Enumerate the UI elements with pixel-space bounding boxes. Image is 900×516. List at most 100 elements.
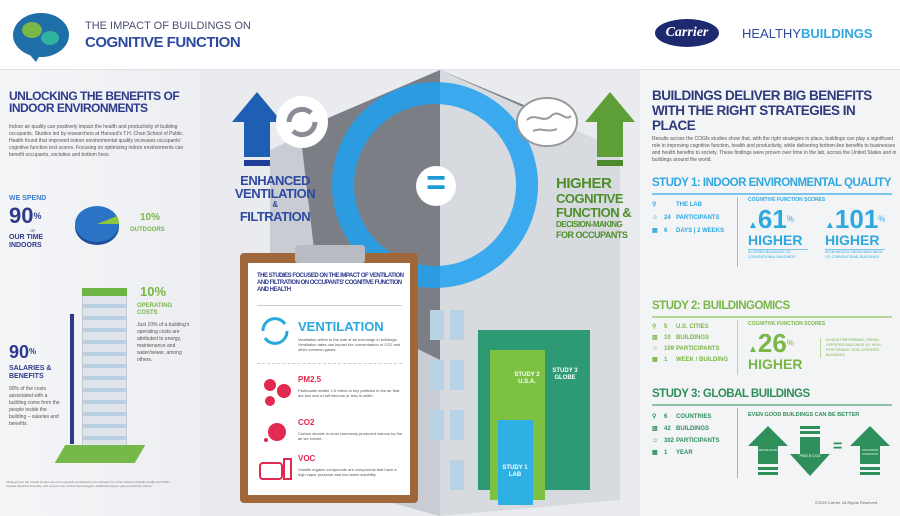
stat-label: YEAR [676,450,693,456]
higher-label: HIGHER [748,356,803,372]
score-value: 61 [757,204,787,234]
up-arrow-icon: ▲ [748,344,758,355]
footnote: Findings from the COGfx studies are from… [6,480,171,488]
stat-label: PARTICIPANTS [676,215,720,221]
stat-label: BUILDINGS [676,426,709,432]
green-roof [82,288,127,296]
healthy-buildings-logo[interactable]: HEALTHYBUILDINGS [742,26,873,41]
label-line: ENHANCED [240,173,310,188]
stat-label: THE LAB [676,202,702,208]
label-line: DECISION-MAKING [556,220,623,229]
right-intro: Results across the COGfx studies show th… [652,136,897,163]
calendar-icon: ▦ [652,357,658,363]
brand-buildings: BUILDINGS [801,26,873,41]
calendar-icon: ▦ [652,450,658,456]
ventilation-icon [261,317,289,345]
left-intro: Indoor air quality can positively impact… [9,124,184,158]
salary-bar [70,314,74,444]
block-label: STUDY 1 LAB [502,465,528,478]
label-line: FILTRATION [239,209,311,224]
indoor-percent: 90% [9,205,42,227]
participants-icon: ☺ [652,438,659,444]
copyright: ©2020 Carrier. All Rights Reserved. [815,500,879,505]
location-icon: ⚲ [652,202,657,208]
clipboard-clip [295,245,365,263]
blue-up-arrow-icon [232,92,282,166]
outdoor-slice [97,216,120,224]
stat-value: 5 [664,324,668,330]
study3-better-label: EVEN GOOD BUILDINGS CAN BE BETTER [748,412,860,418]
divider [257,363,402,364]
participants-icon: ☺ [652,346,659,352]
up-arrow-icon: ▲ [748,220,758,231]
score-value: 26 [757,328,787,358]
indoor-pie-chart [75,206,120,245]
calendar-icon: ▦ [652,228,658,234]
study2-title: STUDY 2: BUILDINGOMICS [652,300,790,312]
carrier-logo[interactable]: Carrier [655,19,719,47]
header-title-top: THE IMPACT OF BUILDINGS ON [85,20,251,32]
voc-title: VOC [298,454,316,463]
pm25-title: PM2.5 [298,375,322,384]
op-label: OPERATING COSTS [137,303,173,316]
study1-lab-block: STUDY 1 LAB [498,420,533,505]
pm25-text: Particulate matter 2.5 refers to tiny pa… [298,388,400,398]
stat-row: ⚲ THE LAB [652,200,724,210]
ventilation-title: VENTILATION [298,319,384,334]
label-line: FUNCTION & [556,205,632,220]
higher-label: HIGHER [825,232,880,248]
salary-label: SALARIES & BENEFITS [9,365,52,380]
study1-title: STUDY 1: INDOOR ENVIRONMENTAL QUALITY [652,177,892,189]
header: THE IMPACT OF BUILDINGS ON COGNITIVE FUN… [0,0,900,70]
particulate-icon [264,379,291,406]
right-panel: BUILDINGS DELIVER BIG BENEFITS WITH THE … [640,70,900,516]
label-line: COGNITIVE [556,191,624,206]
stat-row: ▦ 6 DAYS | 2 WEEKS [652,226,724,236]
score-value: 101 [834,204,879,234]
study2-rule [652,316,892,318]
brand-healthy: HEALTHY [742,26,801,41]
stat-label: PARTICIPANTS [676,346,720,352]
pct-sign: % [786,338,794,348]
stat-value: 6 [664,228,668,234]
score-caption: IN ENHANCED GREEN BUILDINGS VS. CONVENTI… [825,249,885,260]
score-caption: IN GREEN BUILDINGS VS. CONVENTIONAL BUIL… [748,249,808,260]
divider [737,197,738,267]
clipboard-heading: THE STUDIES FOCUSED ON THE IMPACT OF VEN… [257,273,404,293]
ventilation-cycle-icon [276,96,328,148]
label-line: VENTILATION [234,186,316,201]
op-percent: 10% [140,284,167,299]
stat-value: 109 [664,346,675,352]
we-spend-label: WE SPEND [9,195,47,202]
stat-value: 1 [664,450,668,456]
indoor-value: 90 [9,203,34,228]
our-time-indoors-label: OUR TIME INDOORS [9,234,44,249]
participants-icon: ☺ [652,215,659,221]
ventilation-text: Ventilation refers to the rate of air ex… [298,337,401,352]
voc-text: Volatile organic compounds are compounds… [298,467,397,477]
stat-label: WEEK / BUILDING [676,357,728,363]
stat-label: DAYS | 2 WEEKS [676,228,725,234]
study3-title: STUDY 3: GLOBAL BUILDINGS [652,388,810,400]
up-arrow-icon: ▲ [825,220,835,231]
outdoors-label: OUTDOORS [130,227,165,233]
label-line: FOR OCCUPANTS [556,230,628,240]
divider [737,320,738,375]
pct-sign: % [786,214,794,224]
lawn [54,445,146,463]
salary-pct-sign: % [29,347,37,356]
higher-label: HIGHER [748,232,803,248]
